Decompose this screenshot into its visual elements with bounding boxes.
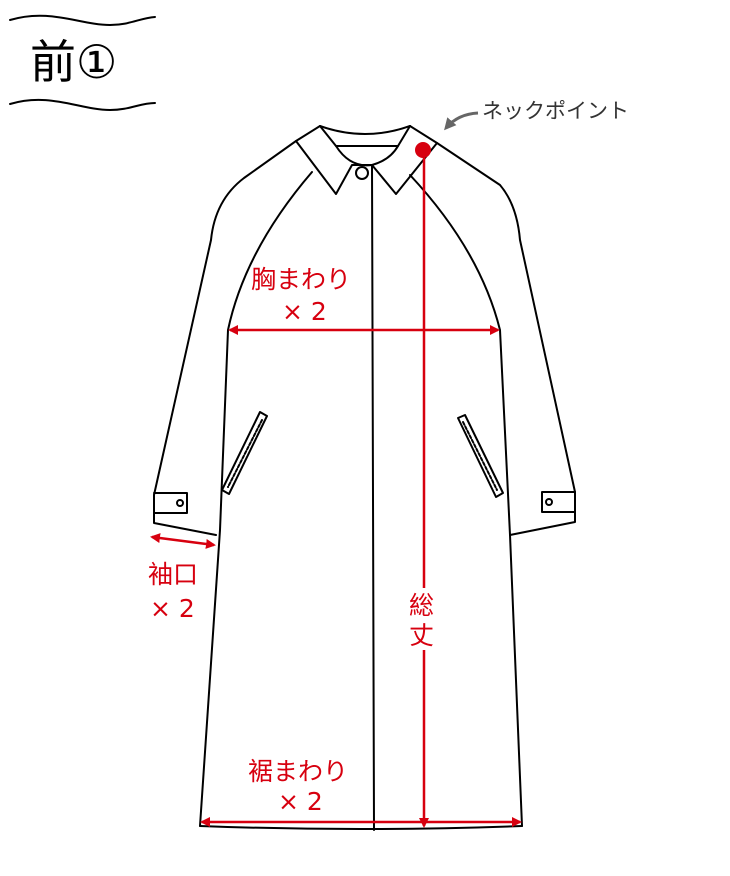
coat-outline xyxy=(153,125,576,831)
neck-point-label: ネックポイント xyxy=(482,99,629,123)
neck-point-pointer-icon xyxy=(444,111,479,131)
cuff-label: 袖口 xyxy=(148,560,198,589)
cuff-multiplier: × 2 xyxy=(150,594,195,623)
wave-top xyxy=(9,14,156,26)
length-label-1: 総 xyxy=(409,591,434,620)
left-pocket xyxy=(221,411,268,495)
right-pocket xyxy=(457,414,504,498)
length-label-2: 丈 xyxy=(409,621,434,650)
page-title: 前① xyxy=(30,35,117,89)
hem-label: 裾まわり xyxy=(248,757,348,786)
collar-button xyxy=(355,166,369,180)
cuff-arrow xyxy=(150,533,216,549)
hem-multiplier: × 2 xyxy=(278,787,323,816)
chest-multiplier: × 2 xyxy=(282,297,327,326)
chest-label: 胸まわり xyxy=(251,265,351,294)
wave-bottom xyxy=(9,98,156,111)
